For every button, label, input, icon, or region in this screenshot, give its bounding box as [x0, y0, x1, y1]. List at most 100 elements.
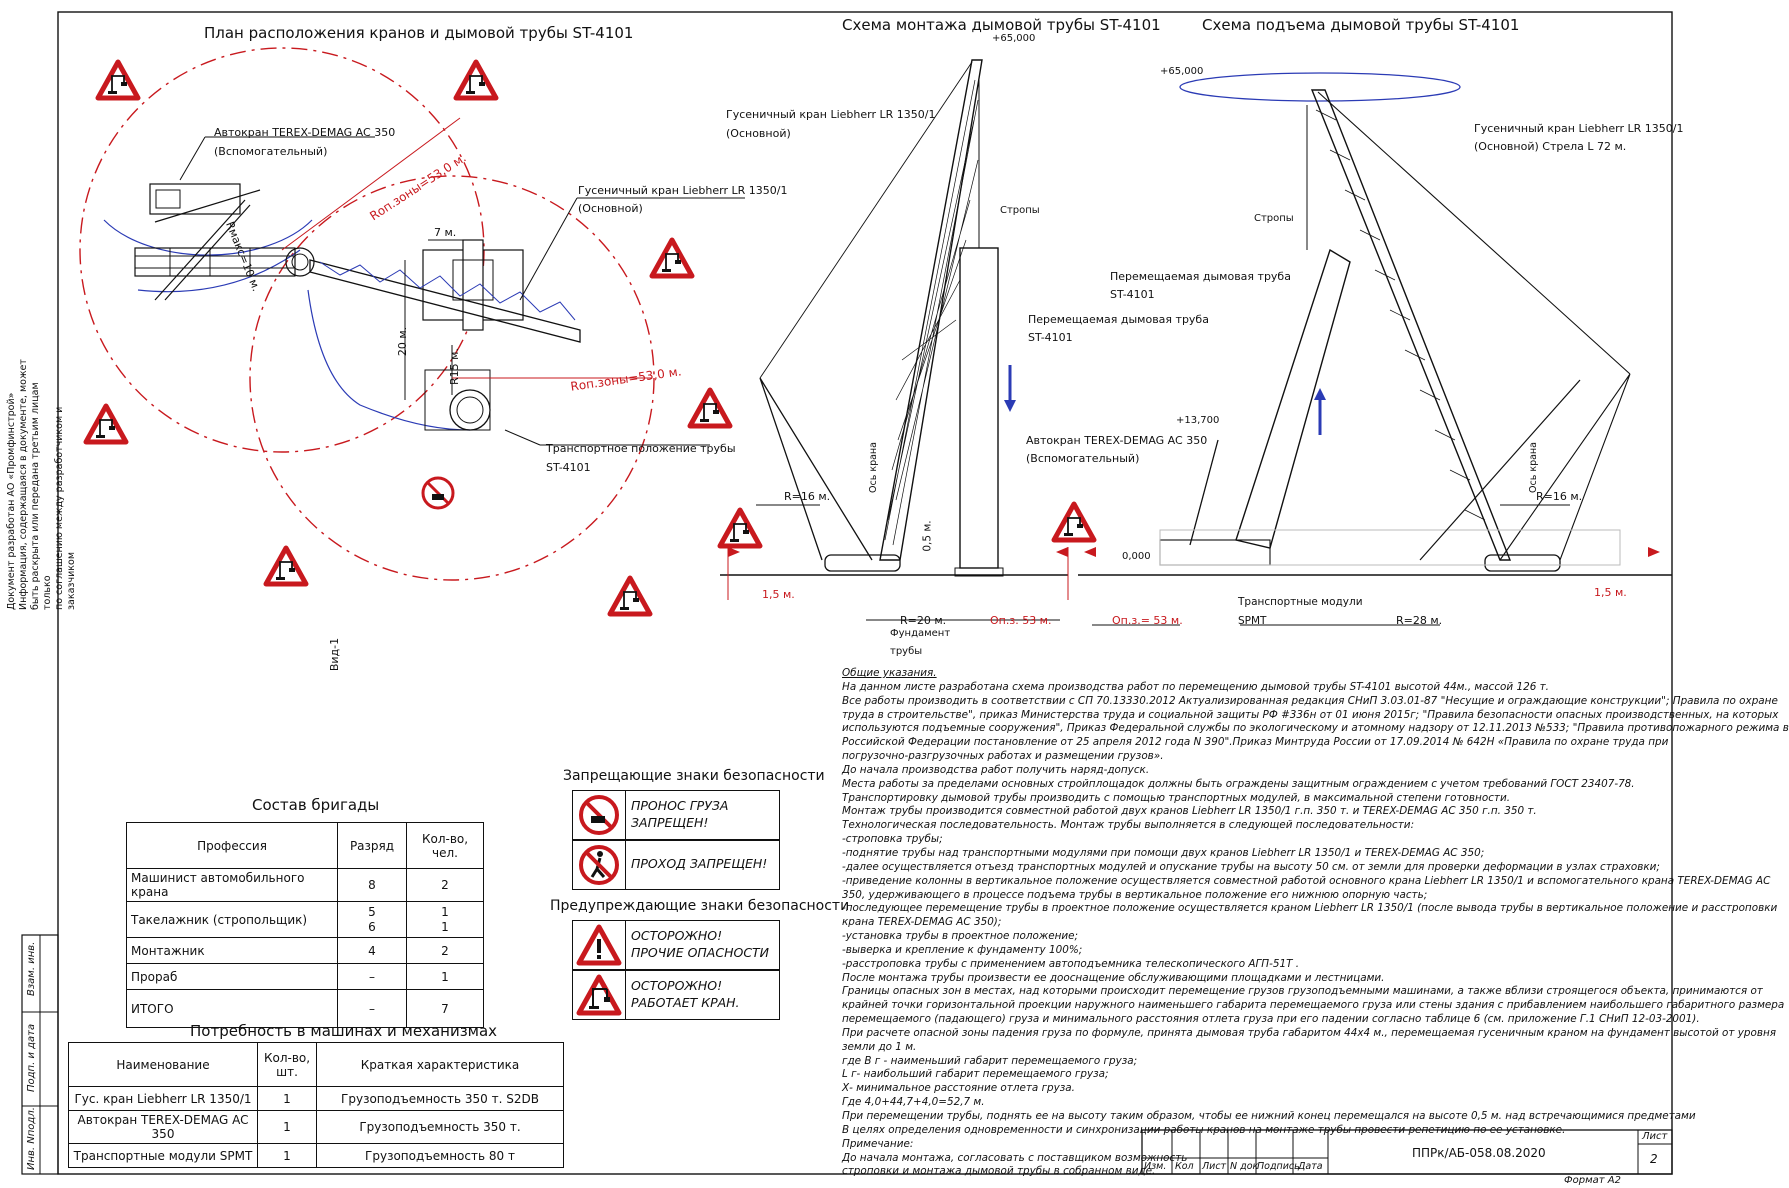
mount-foundation: Фундамент [890, 628, 951, 639]
stamp-col-5: Дата [1298, 1161, 1323, 1172]
plan-transport-id: ST-4101 [546, 461, 591, 474]
danger-zone-circle-crawler [249, 175, 655, 581]
crew-header-2: Кол-во, чел. [406, 822, 484, 869]
plan-r15: R15 м. [447, 348, 461, 385]
machines-header-1: Кол-во, шт. [257, 1042, 317, 1087]
mount-foundation-2: трубы [890, 646, 923, 657]
plan-dim-20: 20 м. [396, 326, 410, 357]
slew-ellipse [1179, 72, 1461, 102]
crane-warning-icon [687, 387, 733, 429]
sign-crane-working: ОСТОРОЖНО! РАБОТАЕТ КРАН. [572, 970, 780, 1020]
lift-title: Схема подъема дымовой трубы ST-4101 [1202, 16, 1520, 34]
lift-axis: Ось крана [1527, 442, 1539, 493]
stamp-sheet: 2 [1650, 1152, 1658, 1166]
notes-line: L г- наибольший габарит перемещаемого гр… [842, 1068, 1109, 1081]
notes-line: -выверка и крепление к фундаменту 100%; [842, 943, 1083, 956]
lift-pipe-id: ST-4101 [1110, 288, 1155, 301]
lift-elev: +65,000 [1160, 66, 1204, 77]
crawler-boom-plan [309, 259, 581, 343]
swing-arc-autocrane [103, 219, 313, 256]
notes-line: -поднятие трубы над транспортными модуля… [842, 846, 1485, 859]
mount-pipe-label: Перемещаемая дымовая труба [1028, 313, 1209, 326]
mount-axis: Ось крана [867, 442, 879, 493]
crew-cell: 2 [406, 937, 484, 964]
mount-slings: Стропы [1000, 205, 1040, 216]
crew-cell: 4 [337, 937, 407, 964]
notes-line: Примечание: [842, 1137, 914, 1150]
plan-crawler-label: Гусеничный кран Liebherr LR 1350/1 [578, 184, 788, 197]
strip-label-1: Подп. и дата [26, 1023, 37, 1092]
exclamation-warning-icon [573, 921, 626, 969]
sheet-frame [57, 11, 1673, 1175]
crew-header-0: Профессия [126, 822, 338, 869]
machines-cell: 1 [257, 1110, 317, 1144]
notes-heading: Общие указания. [842, 667, 937, 679]
notes-line: Где 4,0+44,7+4,0=52,7 м. [842, 1096, 985, 1109]
notes-line: Российской Федерации постановление от 25… [842, 736, 1669, 749]
stamp-col-4: Подпись [1257, 1161, 1300, 1172]
crane-warning-icon [717, 507, 763, 549]
drawing-canvas [21, 11, 1673, 1175]
crew-cell: 1 1 [406, 901, 484, 938]
crew-cell: 5 6 [337, 901, 407, 938]
stamp-format: Формат А2 [1564, 1175, 1621, 1186]
notes-line: где В г - наименьший габарит перемещаемо… [842, 1054, 1138, 1067]
mount-opz: Оп.з. 53 м. [990, 614, 1052, 627]
machines-title: Потребность в машинах и механизмах [190, 1022, 498, 1040]
plan-crawler-role: (Основной) [578, 202, 643, 215]
notes-line: -последующее перемещение трубы в проектн… [842, 902, 1778, 915]
machines-cell: Автокран TEREX-DEMAG AC 350 [68, 1110, 258, 1144]
mount-elev: +65,000 [992, 33, 1036, 44]
lift-slings: Стропы [1254, 213, 1294, 224]
stamp-col-1: Кол [1175, 1161, 1194, 1172]
side-note: Документ разработан АО «Промфинстрой»Инф… [6, 359, 77, 610]
swing-arc-crawler [307, 289, 471, 431]
crew-cell: Машинист автомобильного крана [126, 868, 338, 902]
crew-cell: – [337, 963, 407, 990]
notes-line: крана TEREX-DEMAG AC 350); [842, 916, 1002, 929]
notes-line: Места работы за пределами основных строй… [842, 777, 1635, 790]
lift-d15: 1,5 м. [1594, 586, 1627, 599]
lift-main-crane-boom [1310, 89, 1512, 561]
pipe-vertical [959, 247, 999, 569]
plan-autocrane-label: Автокран TEREX-DEMAG AC 350 [214, 126, 396, 139]
stamp-col-3: N док [1230, 1161, 1259, 1172]
notes-line: Технологическая последовательность. Монт… [842, 819, 1415, 832]
notes-line: крайней точки горизонтальной проекции на… [842, 999, 1785, 1012]
lift-r28: R=28 м. [1396, 614, 1443, 627]
no-entry-icon [573, 841, 626, 889]
mount-crane-role: (Основной) [726, 127, 791, 140]
lift-r16: R=16 м. [1536, 490, 1583, 503]
no-load-sign-plan [421, 476, 455, 510]
lift-scheme [1078, 72, 1672, 626]
crane-warning-icon [95, 59, 141, 101]
machines-cell: Грузоподъемность 80 т [316, 1143, 564, 1168]
plan-transport-label: Транспортное положение трубы [546, 442, 736, 455]
notes-line: строповки и монтажа дымовой трубы в собр… [842, 1165, 1156, 1178]
notes-line: земли до 1 м. [842, 1040, 917, 1053]
warning-signs-plan [83, 59, 1097, 617]
sign-no-load-label: ПРОНОС ГРУЗА ЗАПРЕЩЕН! [631, 798, 729, 830]
stamp-col-2: Лист [1202, 1161, 1227, 1172]
crew-cell: – [337, 989, 407, 1028]
notes-line: -установка трубы в проектное положение; [842, 930, 1079, 943]
machines-cell: Грузоподъемность 350 т. [316, 1110, 564, 1144]
title-block [1141, 1129, 1673, 1175]
lift-elev2: +13,700 [1176, 415, 1220, 426]
lift-zero: 0,000 [1122, 551, 1151, 562]
crane-warning-icon [649, 237, 695, 279]
prohibit-signs-title: Запрещающие знаки безопасности [563, 768, 825, 784]
mount-h05: 0,5 м. [921, 520, 934, 552]
lift-opz: Оп.з.= 53 м. [1112, 614, 1183, 627]
notes-line: Транспортировку дымовой трубы производит… [842, 791, 1511, 804]
crane-warning-icon [1051, 501, 1097, 543]
notes-line: -строповка трубы; [842, 833, 943, 846]
crawler-track [824, 554, 901, 572]
crew-cell: 8 [337, 868, 407, 902]
plan-view [79, 47, 745, 581]
mount-r20: R=20 м. [900, 614, 947, 627]
general-notes: Общие указания.На данном листе разработа… [842, 667, 1789, 1179]
crew-header-1: Разряд [337, 822, 407, 869]
spmt-modules [1159, 529, 1621, 566]
machines-cell: 1 [257, 1086, 317, 1111]
